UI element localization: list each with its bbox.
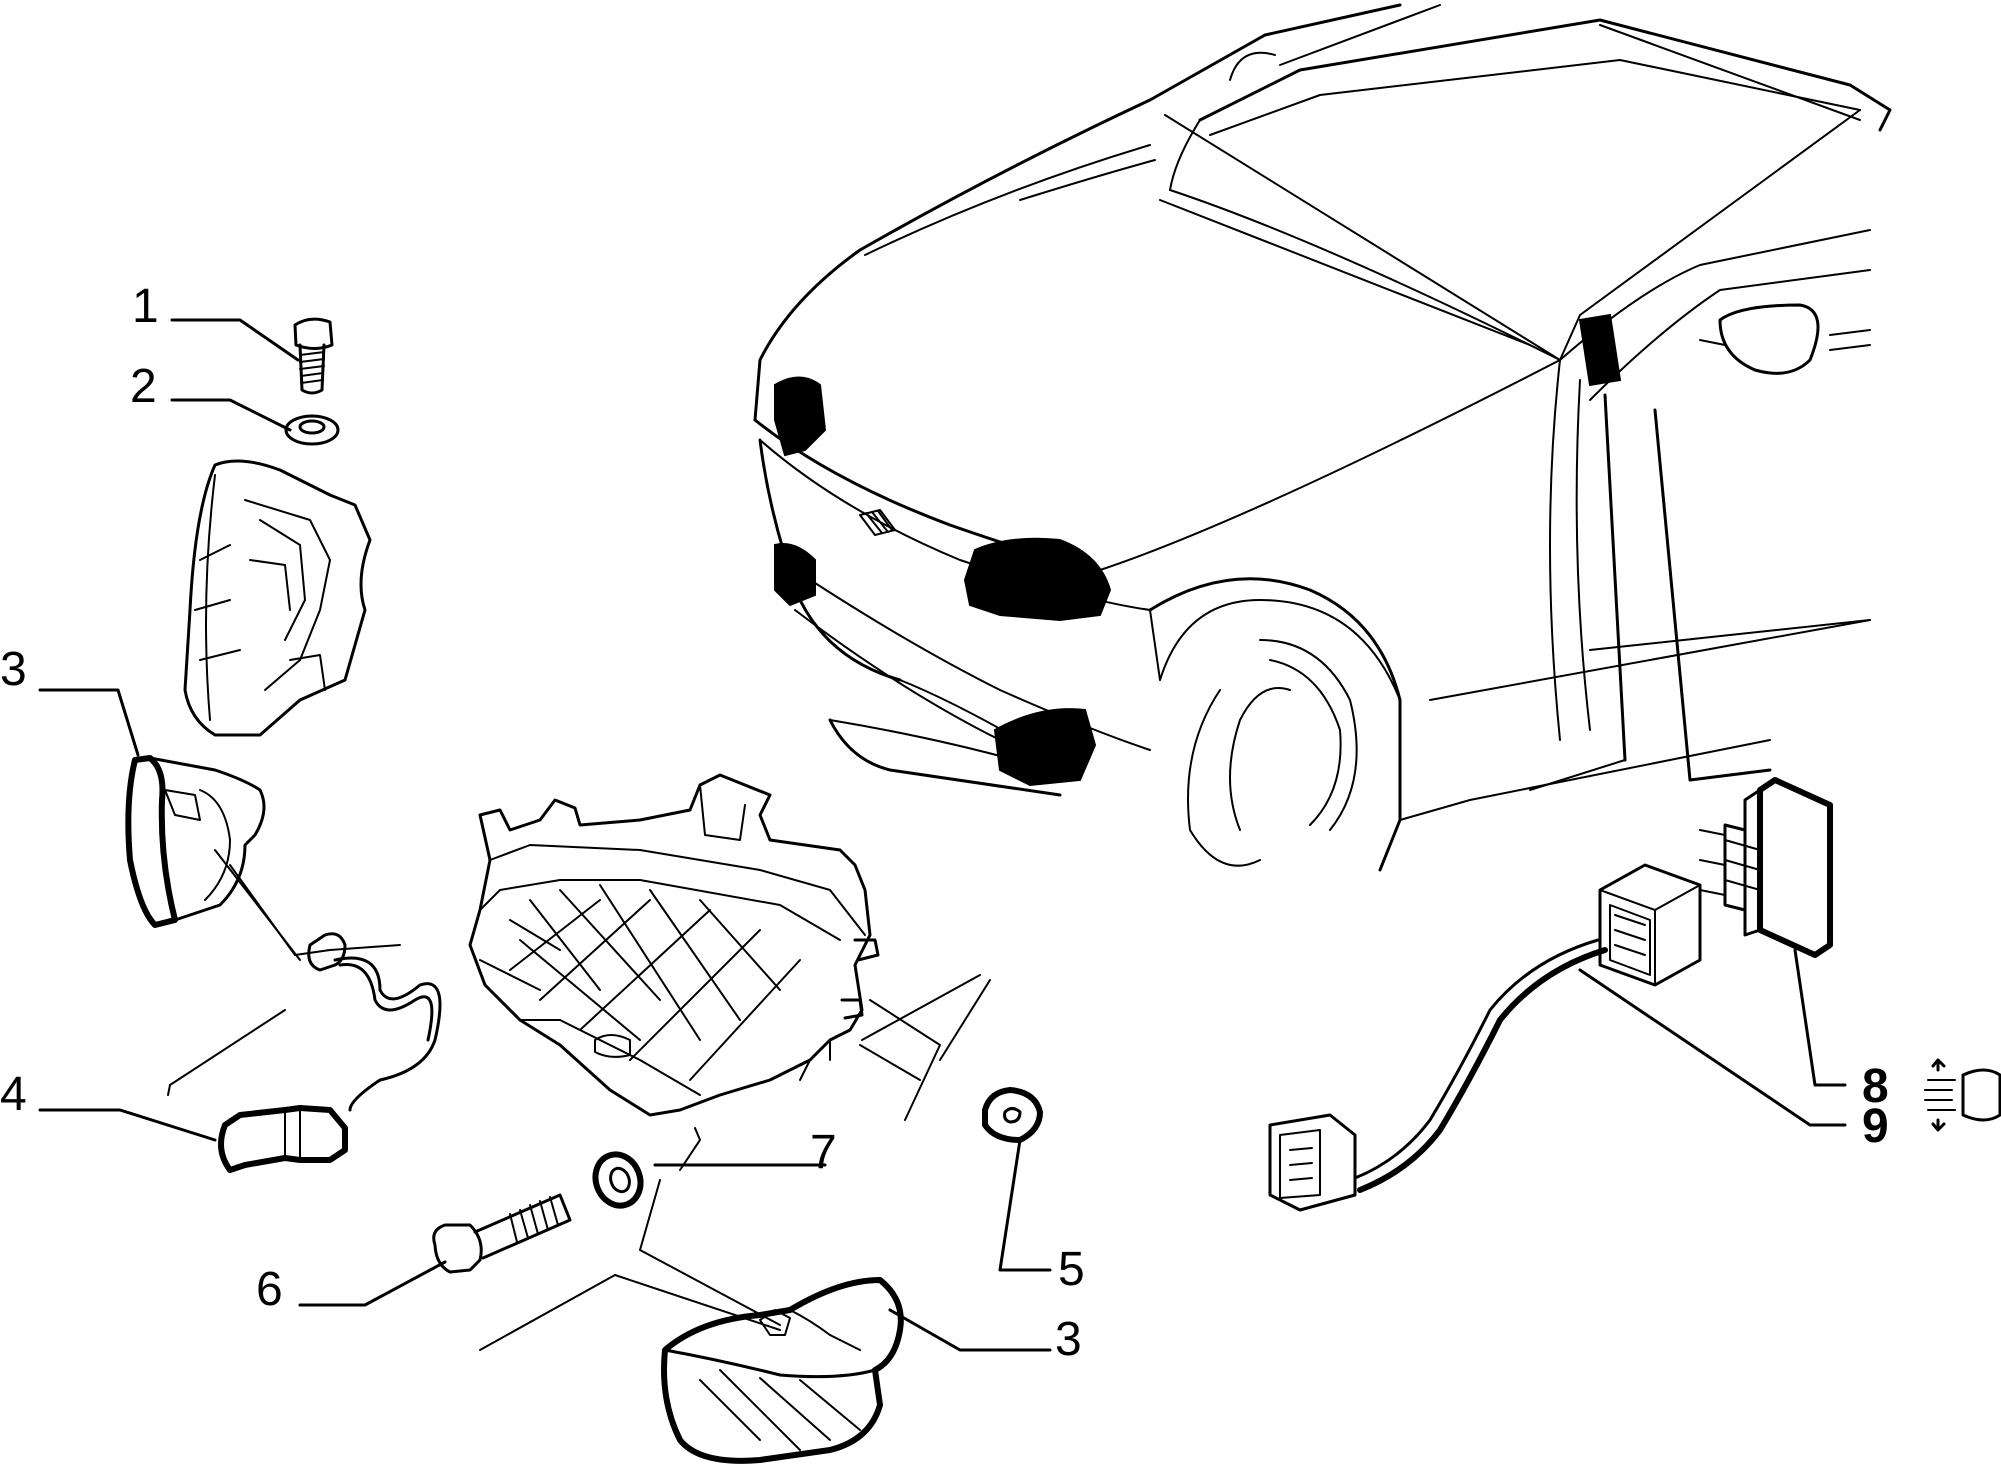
callout-8: 8 bbox=[1862, 1060, 1889, 1113]
washer-part-2 bbox=[284, 414, 340, 446]
callout-5: 5 bbox=[1058, 1243, 1085, 1296]
callout-3-left: 3 bbox=[0, 643, 27, 696]
bulb-holder-part-4 bbox=[218, 932, 442, 1173]
headlamp-main-unit bbox=[468, 773, 880, 1117]
wiring-harness-part-9 bbox=[1268, 863, 1702, 1212]
callout-labels: 1 2 3 4 5 6 7 3 8 9 bbox=[0, 280, 1889, 1366]
bolt-part-1 bbox=[293, 317, 334, 395]
fog-lamp-part-3-lower bbox=[661, 1277, 904, 1464]
callout-2: 2 bbox=[130, 360, 157, 413]
headlamp-levelling-icon bbox=[1924, 1058, 2001, 1132]
callout-6: 6 bbox=[256, 1263, 283, 1316]
callout-7: 7 bbox=[810, 1126, 837, 1179]
car-front-outline bbox=[753, 3, 1892, 872]
callout-9: 9 bbox=[1862, 1100, 1889, 1153]
leader-lines bbox=[38, 318, 1847, 1352]
callout-4: 4 bbox=[0, 1068, 27, 1121]
nut-part-5 bbox=[982, 1087, 1043, 1143]
screw-part-6 bbox=[432, 1193, 572, 1274]
headlamp-rear-view bbox=[183, 459, 372, 737]
callout-1: 1 bbox=[132, 280, 159, 333]
washer-part-7 bbox=[592, 1151, 644, 1209]
fog-lamp-part-3-left bbox=[125, 755, 266, 928]
light-switch-part-8 bbox=[1699, 777, 1833, 958]
callout-3-lower: 3 bbox=[1055, 1313, 1082, 1366]
